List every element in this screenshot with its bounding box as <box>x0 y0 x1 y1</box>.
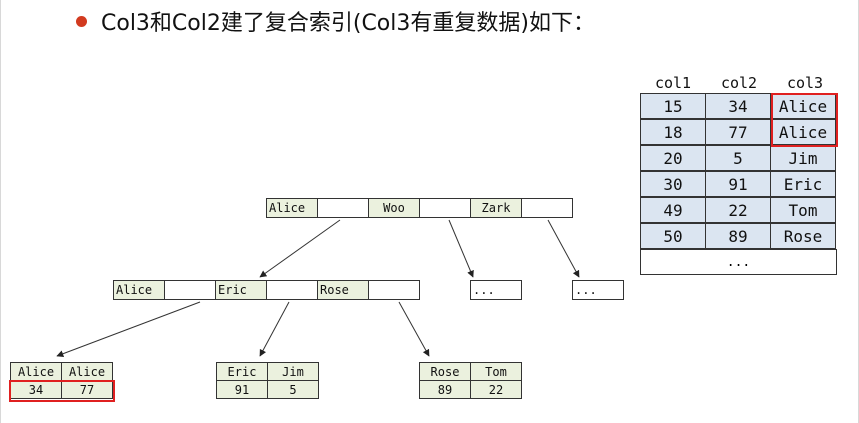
table-cell: 49 <box>640 197 706 223</box>
arrow-root-to-ellipsis-1 <box>448 219 474 278</box>
table-header-col2: col2 <box>720 74 758 92</box>
table-cell: 50 <box>640 223 706 249</box>
table-header-row: col1 col2 col3 <box>640 72 838 94</box>
table-row: 20 5 Jim <box>640 145 838 172</box>
leaf-3-key-1: Rose <box>419 362 471 381</box>
arrow-level2-to-leaf-3 <box>398 301 430 357</box>
table-cell: Alice <box>770 119 836 145</box>
table-cell: 30 <box>640 171 706 197</box>
table-row: 30 91 Eric <box>640 171 838 198</box>
level2-pointer-2 <box>266 280 318 300</box>
arrow-root-to-level2 <box>259 219 341 278</box>
table-cell: 22 <box>705 197 771 223</box>
leaf-1-highlight-box <box>9 380 115 402</box>
arrow-root-to-ellipsis-2 <box>547 219 580 278</box>
arrow-level2-to-leaf-2 <box>259 301 290 357</box>
arrow-level2-to-leaf-1 <box>56 301 201 358</box>
table-row: 18 77 Alice <box>640 119 838 146</box>
level2-key-1: Alice <box>113 280 165 300</box>
table-cell: Alice <box>770 93 836 119</box>
table-cell: 20 <box>640 145 706 171</box>
level2-key-2: Eric <box>215 280 267 300</box>
table-cell: 91 <box>705 171 771 197</box>
tree-leaf-2: Eric Jim 91 5 <box>216 362 319 399</box>
bullet-dot-icon <box>76 15 87 27</box>
table-cell: 5 <box>705 145 771 171</box>
leaf-2-key-1: Eric <box>216 362 268 381</box>
table-footer-ellipsis: ... <box>640 249 837 275</box>
table-row: 15 34 Alice <box>640 93 838 120</box>
leaf-3-key-2: Tom <box>470 362 522 381</box>
leaf-3-value-2: 22 <box>470 380 522 399</box>
table-header-col3: col3 <box>786 74 824 92</box>
table-cell: 34 <box>705 93 771 119</box>
data-table: col1 col2 col3 15 34 Alice 18 77 Alice 2… <box>640 72 838 275</box>
table-cell: 77 <box>705 119 771 145</box>
tree-root-node: Alice Woo Zark <box>266 198 573 218</box>
table-cell: Tom <box>770 197 836 223</box>
table-header-col1: col1 <box>654 74 692 92</box>
level2-pointer-3 <box>368 280 420 300</box>
level2-pointer-1 <box>164 280 216 300</box>
leaf-3-value-1: 89 <box>419 380 471 399</box>
root-key-3: Zark <box>470 198 522 218</box>
leaf-1-key-1: Alice <box>10 362 62 381</box>
root-pointer-2 <box>419 198 471 218</box>
leaf-2-value-2: 5 <box>267 380 319 399</box>
tree-ellipsis-node-1: ... <box>470 280 522 300</box>
ellipsis-text: ... <box>470 280 522 300</box>
ellipsis-text: ... <box>572 280 624 300</box>
leaf-1-value-2: 77 <box>61 380 113 399</box>
leaf-1-key-2: Alice <box>61 362 113 381</box>
table-col3-highlight-box <box>771 93 838 147</box>
leaf-2-key-2: Jim <box>267 362 319 381</box>
leaf-2-value-1: 91 <box>216 380 268 399</box>
table-cell: 89 <box>705 223 771 249</box>
root-pointer-1 <box>317 198 369 218</box>
table-cell: 18 <box>640 119 706 145</box>
level2-key-3: Rose <box>317 280 369 300</box>
root-key-1: Alice <box>266 198 318 218</box>
table-cell: Rose <box>770 223 836 249</box>
root-key-2: Woo <box>368 198 420 218</box>
tree-ellipsis-node-2: ... <box>572 280 624 300</box>
root-pointer-3 <box>521 198 573 218</box>
table-cell: 15 <box>640 93 706 119</box>
bullet-text: Col3和Col2建了复合索引(Col3有重复数据)如下： <box>101 11 595 36</box>
table-cell: Eric <box>770 171 836 197</box>
tree-leaf-3: Rose Tom 89 22 <box>419 362 522 399</box>
frame-left-border <box>0 0 1 423</box>
table-row: 49 22 Tom <box>640 197 838 224</box>
table-row: 50 89 Rose <box>640 223 838 250</box>
bullet-heading: Col3和Col2建了复合索引(Col3有重复数据)如下： <box>76 4 595 38</box>
tree-level2-node: Alice Eric Rose <box>113 280 420 300</box>
table-cell: Jim <box>770 145 836 171</box>
